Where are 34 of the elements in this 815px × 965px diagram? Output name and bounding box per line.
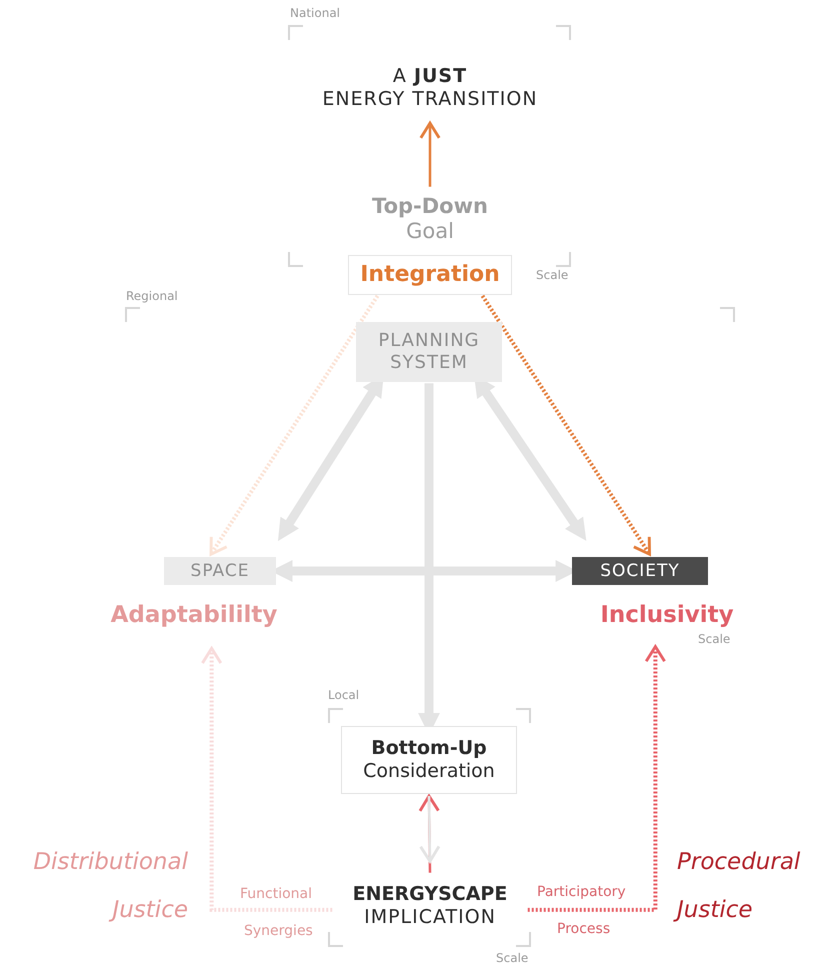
integration-box: [348, 255, 512, 295]
scale-label: Scale: [496, 951, 528, 965]
annotation-text: Functional: [240, 886, 312, 903]
arrow: [209, 294, 380, 556]
justice-label: Distributional Justice: [32, 848, 188, 926]
node-text: Bottom-Up: [371, 737, 487, 760]
consideration-box: [341, 726, 517, 794]
node-text: SOCIETY: [600, 560, 680, 582]
annotation-text: Process: [557, 921, 610, 938]
node-text: Consideration: [363, 760, 495, 783]
arrow: [480, 294, 652, 556]
scale-label: Scale: [536, 268, 568, 282]
node-text: Adaptabililty: [110, 602, 278, 630]
scale-label: Local: [328, 688, 360, 702]
scale-label: Scale: [698, 632, 730, 646]
arrow: [201, 646, 332, 912]
node-text: A JUST: [392, 65, 468, 88]
node-text: IMPLICATION: [364, 906, 496, 929]
arrow: [528, 645, 666, 912]
annotation-text: Participatory: [537, 884, 626, 901]
node-text: Integration: [360, 262, 500, 288]
planning-box: [356, 322, 502, 382]
annotation-text: Synergies: [244, 923, 313, 940]
society-box: [572, 557, 708, 585]
node-text: SPACE: [190, 560, 250, 582]
space-box: [164, 557, 276, 585]
arrow: [419, 122, 441, 187]
node-text: PLANNING SYSTEM: [377, 330, 481, 374]
scale-label: Regional: [126, 289, 178, 304]
node-text: ENERGY TRANSITION: [322, 88, 538, 111]
node-text: ENERGYSCAPE: [352, 883, 508, 906]
arrow: [419, 796, 440, 863]
scale-label: National: [290, 6, 340, 20]
node-text: Inclusivity: [600, 602, 734, 630]
